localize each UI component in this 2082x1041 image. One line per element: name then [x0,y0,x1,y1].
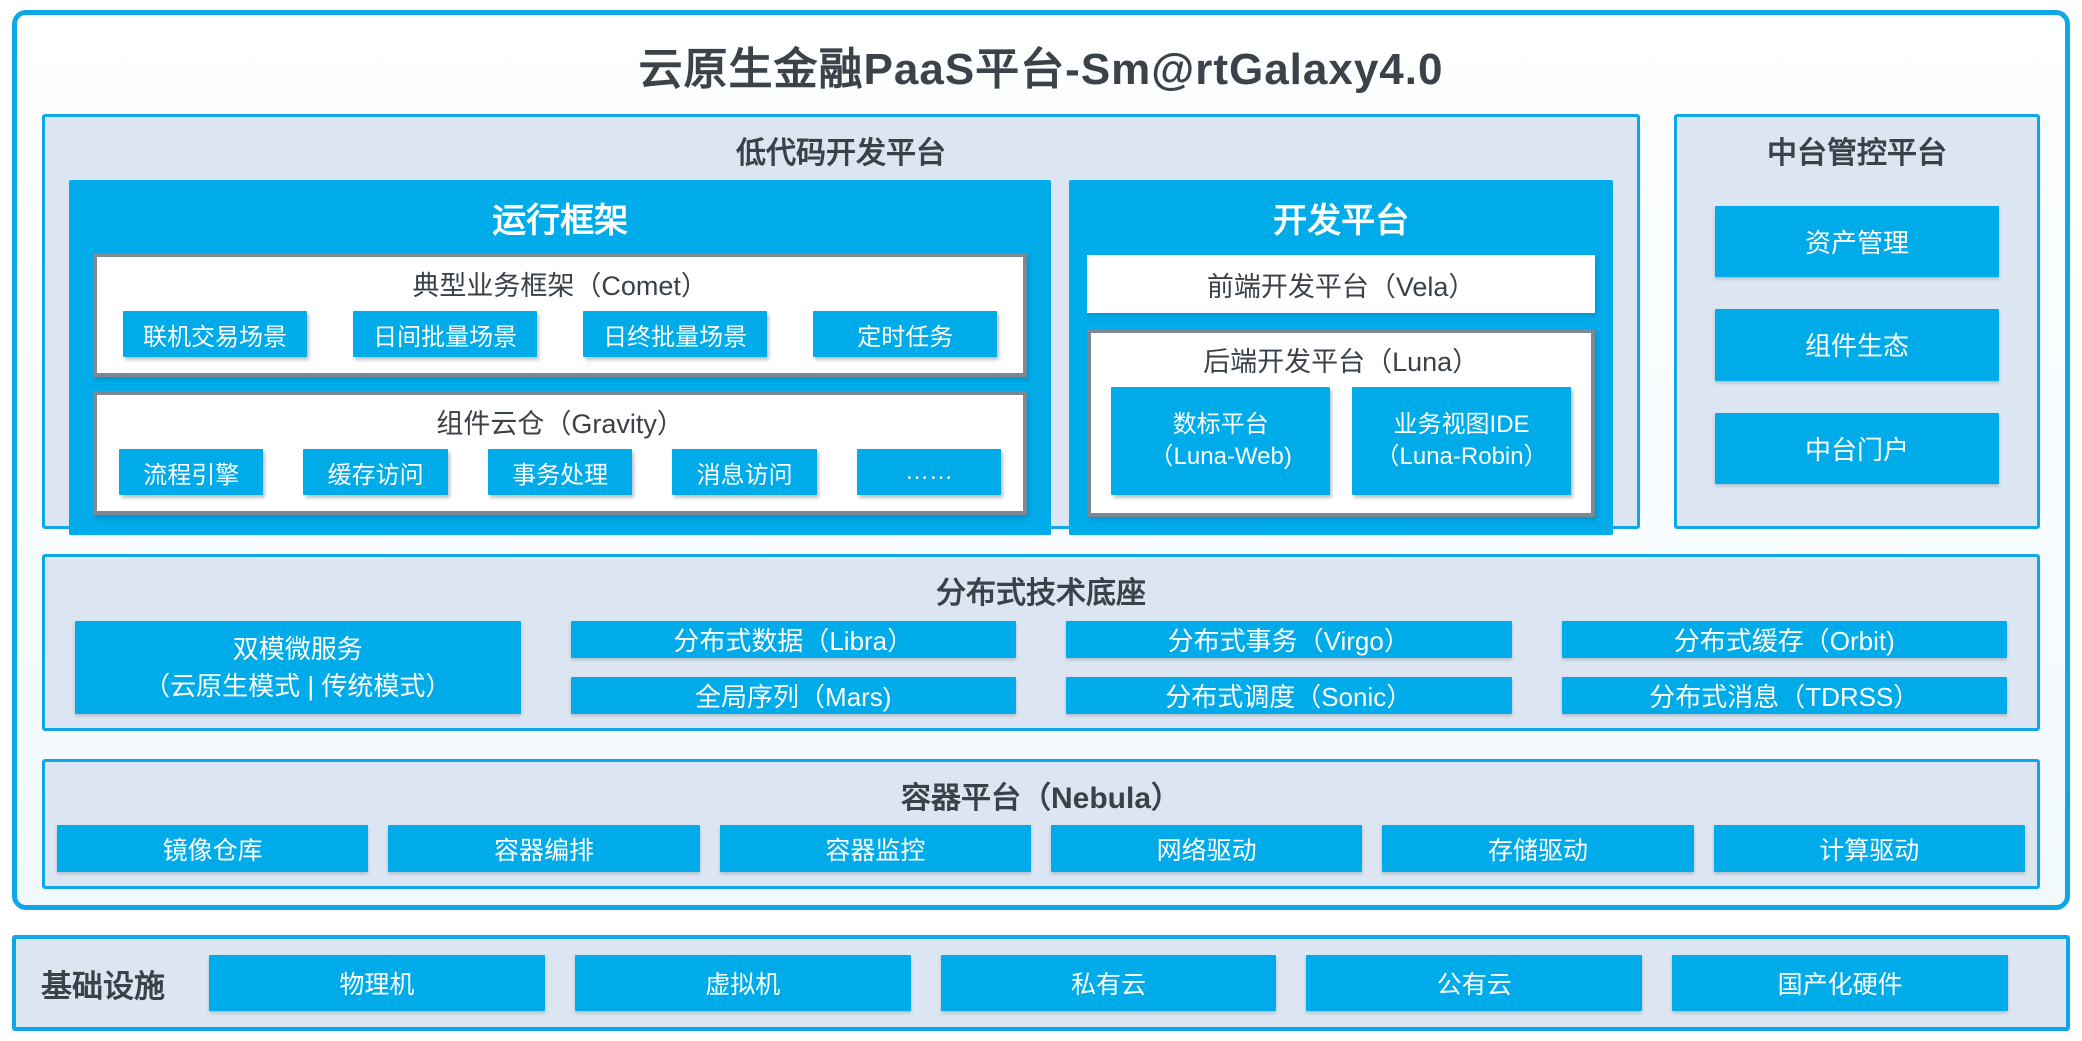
runtime-framework-block: 运行框架 典型业务框架（Comet） 联机交易场景 日间批量场景 日终批量场景 … [69,180,1052,535]
comet-item-daytime-batch: 日间批量场景 [353,311,538,357]
runtime-framework-title: 运行框架 [492,202,629,240]
infra-item-public-cloud: 公有云 [1306,955,1643,1011]
luna-web-name: 数标平台 [1172,411,1269,439]
platform-frame: 云原生金融PaaS平台-Sm@rtGalaxy4.0 低代码开发平台 运行框架 … [12,10,2070,910]
dev-platform-title: 开发平台 [1273,202,1410,240]
midplatform-title: 中台管控平台 [1767,137,1947,170]
distributed-cache-orbit-item: 分布式缓存（Orbit) [1561,621,2007,658]
midplatform-panel: 中台管控平台 资产管理 组件生态 中台门户 [1674,114,2040,529]
luna-web-code: （Luna-Web) [1149,443,1292,470]
luna-robin-code: （Luna-Robin） [1375,443,1548,470]
luna-backend-box: 后端开发平台（Luna） 数标平台 （Luna-Web) 业务视图IDE （Lu… [1087,329,1595,517]
comet-framework-title: 典型业务框架（Comet） [412,271,708,301]
comet-framework-box: 典型业务框架（Comet） 联机交易场景 日间批量场景 日终批量场景 定时任务 [93,253,1028,377]
distributed-base-panel: 分布式技术底座 双模微服务 （云原生模式 | 传统模式） 分布式数据（Libra… [42,554,2040,731]
distributed-grid: 双模微服务 （云原生模式 | 传统模式） 分布式数据（Libra） 分布式事务（… [45,618,2037,731]
luna-web-item: 数标平台 （Luna-Web) [1111,387,1331,495]
gravity-item-ellipsis: …… [856,449,1002,495]
infra-item-virtual-machine: 虚拟机 [574,955,911,1011]
dual-mode-microservice-item: 双模微服务 （云原生模式 | 传统模式） [75,621,521,714]
gravity-item-process-engine: 流程引擎 [119,449,264,495]
gravity-warehouse-box: 组件云仓（Gravity） 流程引擎 缓存访问 事务处理 消息访问 …… [93,391,1028,515]
dual-mode-line2: （云原生模式 | 传统模式） [144,670,452,701]
infra-item-physical-machine: 物理机 [209,955,545,1011]
infrastructure-panel: 基础设施 物理机 虚拟机 私有云 公有云 国产化硬件 [12,935,2070,1031]
midplatform-items: 资产管理 组件生态 中台门户 [1677,178,2037,526]
distributed-base-title: 分布式技术底座 [936,577,1146,610]
vela-frontend-box: 前端开发平台（Vela） [1087,255,1595,313]
lowcode-platform-title: 低代码开发平台 [736,137,946,170]
top-row: 低代码开发平台 运行框架 典型业务框架（Comet） 联机交易场景 日间批量场景… [42,114,2040,535]
distributed-message-tdrss-item: 分布式消息（TDRSS） [1561,677,2007,714]
midplatform-item-asset-mgmt: 资产管理 [1715,206,1999,278]
gravity-warehouse-title: 组件云仓（Gravity） [436,409,684,439]
container-items-row: 镜像仓库 容器编排 容器监控 网络驱动 存储驱动 计算驱动 [45,823,2037,886]
midplatform-item-component-ecosystem: 组件生态 [1715,309,1999,381]
lowcode-platform-panel: 低代码开发平台 运行框架 典型业务框架（Comet） 联机交易场景 日间批量场景… [42,114,1640,535]
distributed-transaction-virgo-item: 分布式事务（Virgo） [1066,621,1512,658]
luna-robin-name: 业务视图IDE [1393,411,1530,439]
midplatform-item-portal: 中台门户 [1715,412,1999,484]
infra-item-private-cloud: 私有云 [940,955,1277,1011]
gravity-item-transaction: 事务处理 [487,449,633,495]
distributed-scheduling-sonic-item: 分布式调度（Sonic） [1066,677,1512,714]
infra-item-domestic-hardware: 国产化硬件 [1672,955,2008,1011]
infrastructure-title: 基础设施 [41,968,165,1004]
gravity-item-message-access: 消息访问 [672,449,817,495]
comet-item-online-trade: 联机交易场景 [123,311,308,357]
comet-items-row: 联机交易场景 日间批量场景 日终批量场景 定时任务 [97,311,1023,373]
container-platform-panel: 容器平台（Nebula） 镜像仓库 容器编排 容器监控 网络驱动 存储驱动 计算… [42,759,2040,889]
container-item-compute-driver: 计算驱动 [1713,825,2025,872]
dev-platform-block: 开发平台 前端开发平台（Vela） 后端开发平台（Luna） 数标平台 （Lun… [1069,180,1613,535]
container-item-network-driver: 网络驱动 [1050,825,1363,872]
comet-item-eod-batch: 日终批量场景 [583,311,768,357]
dual-mode-line1: 双模微服务 [232,634,363,665]
luna-items-row: 数标平台 （Luna-Web) 业务视图IDE （Luna-Robin） [1091,387,1591,513]
global-sequence-mars-item: 全局序列（Mars) [570,677,1016,714]
distributed-data-libra-item: 分布式数据（Libra） [570,621,1016,658]
luna-backend-title: 后端开发平台（Luna） [1203,347,1480,377]
container-platform-title: 容器平台（Nebula） [900,782,1182,815]
container-item-orchestration: 容器编排 [388,825,700,872]
container-item-storage-driver: 存储驱动 [1382,825,1694,872]
gravity-items-row: 流程引擎 缓存访问 事务处理 消息访问 …… [97,449,1023,511]
gravity-item-cache-access: 缓存访问 [303,449,448,495]
container-item-image-registry: 镜像仓库 [57,825,369,872]
lowcode-body: 运行框架 典型业务框架（Comet） 联机交易场景 日间批量场景 日终批量场景 … [45,178,1637,559]
container-item-monitoring: 容器监控 [719,825,1031,872]
luna-robin-item: 业务视图IDE （Luna-Robin） [1352,387,1571,495]
comet-item-scheduled-task: 定时任务 [813,311,998,357]
page-title: 云原生金融PaaS平台-Sm@rtGalaxy4.0 [638,44,1444,94]
